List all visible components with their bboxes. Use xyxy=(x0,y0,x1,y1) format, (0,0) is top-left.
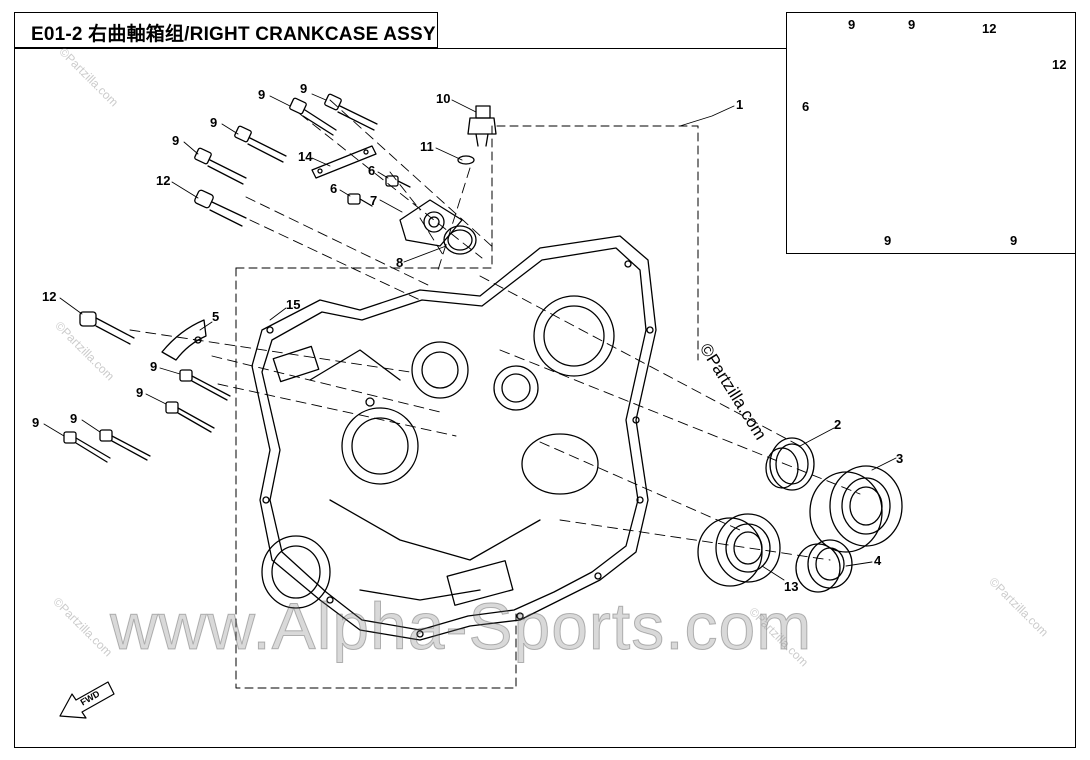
callout-4: 4 xyxy=(874,553,882,568)
bearing-3 xyxy=(809,465,903,553)
bearing-13 xyxy=(697,513,781,587)
seal-2 xyxy=(765,437,815,491)
crankcase-body xyxy=(251,235,657,641)
diagram-frame xyxy=(14,48,1076,748)
callout-13: 13 xyxy=(784,579,799,594)
inset-callout-9: 9 xyxy=(908,17,916,32)
callout-3: 3 xyxy=(896,451,904,466)
assembly-boundary xyxy=(235,125,699,689)
inset-callout-12: 12 xyxy=(982,21,997,36)
callout-6: 6 xyxy=(368,163,376,178)
callout-9: 9 xyxy=(172,133,180,148)
leader-lines xyxy=(43,93,897,581)
bracket-5 xyxy=(161,319,207,361)
inset-callout-6: 6 xyxy=(802,99,810,114)
bolt-12b xyxy=(79,311,135,345)
callout-12: 12 xyxy=(156,173,171,188)
callout-9: 9 xyxy=(136,385,144,400)
callout-11: 11 xyxy=(420,139,434,154)
inset-view-box xyxy=(786,12,1076,254)
callout-9: 9 xyxy=(210,115,218,130)
bolt-group-left xyxy=(63,311,231,463)
callout-12: 12 xyxy=(42,289,57,304)
bearing-4 xyxy=(795,539,853,593)
callout-14: 14 xyxy=(298,149,313,164)
callout-9: 9 xyxy=(70,411,78,426)
callout-9: 9 xyxy=(32,415,40,430)
callout-1: 1 xyxy=(736,97,744,112)
bolt-9d xyxy=(194,147,247,185)
bolt-6b xyxy=(347,193,373,207)
inset-callout-9: 9 xyxy=(884,233,892,248)
plate-14 xyxy=(311,145,377,179)
alpha-sports-watermark: www.Alpha-Sports.com xyxy=(109,589,813,664)
bolt-9e xyxy=(179,369,231,401)
inset-callout-12: 12 xyxy=(1052,57,1067,72)
oring-8 xyxy=(443,225,477,255)
washer-11 xyxy=(457,155,475,165)
callout-10: 10 xyxy=(436,91,451,106)
callout-6: 6 xyxy=(330,181,338,196)
callout-5: 5 xyxy=(212,309,220,324)
sensor-10 xyxy=(467,105,497,147)
fwd-arrow-shape xyxy=(59,681,115,719)
bolt-9g xyxy=(63,431,111,463)
callout-2: 2 xyxy=(834,417,842,432)
callout-8: 8 xyxy=(396,255,404,270)
title-box: E01-2 右曲軸箱组/RIGHT CRANKCASE ASSY xyxy=(14,12,438,48)
assembly-lines xyxy=(129,99,861,561)
callout-9: 9 xyxy=(258,87,266,102)
bearings xyxy=(697,437,903,593)
bolt-12 xyxy=(194,189,247,227)
bolt-9f xyxy=(165,401,215,433)
inset-callout-9: 9 xyxy=(1010,233,1018,248)
callout-15: 15 xyxy=(286,297,301,312)
bolt-9c xyxy=(234,125,287,163)
callout-9: 9 xyxy=(300,81,308,96)
callout-7: 7 xyxy=(370,193,378,208)
bolt-9b xyxy=(324,93,378,131)
callout-9: 9 xyxy=(150,359,158,374)
diagram-title: E01-2 右曲軸箱组/RIGHT CRANKCASE ASSY xyxy=(31,24,436,45)
bolt-group-upper xyxy=(194,93,497,255)
bolt-9a xyxy=(289,97,337,136)
inset-callout-9: 9 xyxy=(848,17,856,32)
bolt-6a xyxy=(385,175,411,188)
bolt-9h xyxy=(99,429,151,461)
